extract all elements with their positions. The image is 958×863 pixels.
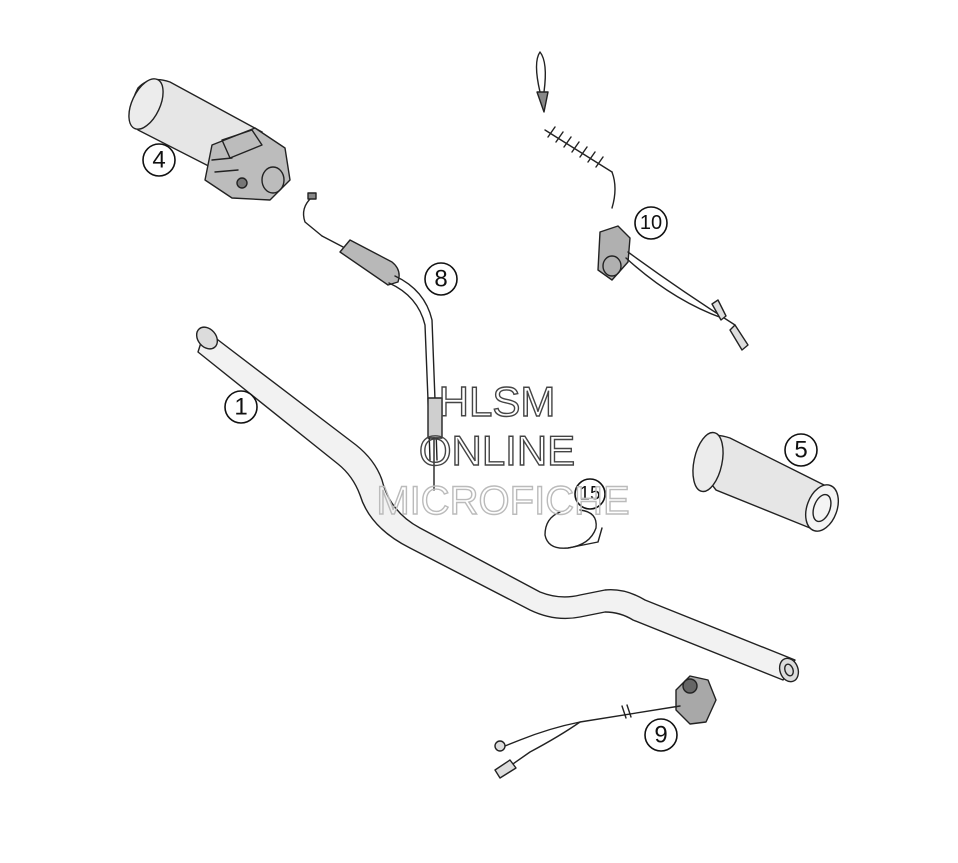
watermark: HLSM ONLINE MICROFICHE — [376, 377, 631, 523]
lanyard-coil — [544, 126, 613, 173]
callout-4-label: 4 — [152, 147, 165, 174]
throttle-cable-sheath-inner — [388, 282, 431, 461]
switch-body — [597, 225, 631, 281]
watermark-line-2: ONLINE — [419, 427, 575, 474]
callout-5-label: 5 — [794, 437, 807, 464]
right-grip-bore — [812, 493, 832, 523]
throttle-cable-sheath — [394, 275, 438, 461]
throttle-cable-boot — [339, 239, 400, 286]
watermark-line-1: HLSM — [439, 378, 556, 425]
throttle-housing-bore — [261, 166, 285, 194]
lanyard-cord — [611, 171, 616, 209]
callout-10: 10 — [634, 206, 668, 240]
emergency-stop-switch[interactable] — [535, 51, 749, 351]
throttle-grip-end — [128, 78, 164, 130]
kill-switch[interactable] — [494, 675, 717, 779]
cable-tie-strap — [567, 527, 603, 549]
callout-4: 4 — [142, 143, 176, 177]
handlebar[interactable] — [192, 323, 801, 684]
callout-1: 1 — [224, 390, 258, 424]
throttle-cable-adjuster — [321, 235, 346, 249]
callout-9: 9 — [644, 718, 678, 752]
callout-9-label: 9 — [654, 722, 667, 749]
throttle-grip-assembly[interactable] — [122, 74, 291, 201]
switch-terminal-1 — [729, 324, 749, 351]
kill-switch-sleeve — [621, 704, 632, 719]
throttle-housing-cap — [221, 129, 263, 159]
callout-10-label: 10 — [640, 212, 662, 234]
throttle-cable-fitting — [427, 397, 443, 439]
callout-15: 15 — [574, 478, 606, 510]
right-grip-flange — [692, 431, 724, 493]
kill-switch-wire-2 — [509, 721, 581, 767]
handlebar-body — [197, 329, 796, 681]
cable-tie[interactable] — [544, 509, 603, 549]
kill-switch-ring-terminal — [494, 740, 506, 752]
throttle-cable[interactable] — [302, 192, 443, 491]
kill-switch-spade-terminal — [494, 759, 517, 779]
lanyard-tag — [536, 91, 549, 113]
handlebar-end-left — [195, 326, 219, 350]
throttle-housing-detail — [211, 157, 239, 173]
callout-1-label: 1 — [234, 394, 247, 421]
switch-clamp-bore — [602, 255, 622, 277]
switch-terminal-2 — [711, 299, 727, 321]
lanyard-loop — [535, 51, 547, 93]
right-grip[interactable] — [688, 430, 844, 536]
watermark-line-3: MICROFICHE — [376, 479, 629, 523]
callout-15-label: 15 — [579, 484, 600, 505]
handlebar-end-right-bore — [784, 663, 794, 677]
switch-wire-2 — [625, 257, 723, 319]
callout-8-label: 8 — [434, 266, 447, 293]
callout-8: 8 — [424, 262, 458, 296]
kill-switch-button — [682, 678, 698, 694]
callout-5: 5 — [784, 433, 818, 467]
throttle-housing-screw — [236, 177, 248, 189]
throttle-cable-barrel — [307, 192, 317, 200]
handlebar-end-right — [778, 657, 800, 683]
throttle-cable-wire-end — [302, 196, 323, 237]
right-grip-end — [804, 484, 840, 532]
